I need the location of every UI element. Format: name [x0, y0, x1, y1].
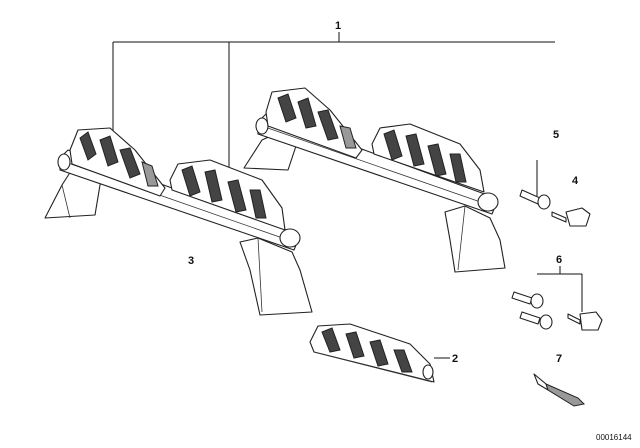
callout-4-label: 4: [572, 175, 579, 187]
callout-5-label: 5: [553, 129, 559, 141]
lock-set: [511, 291, 603, 331]
document-number: 00016144: [596, 433, 632, 442]
callout-7-label: 7: [556, 353, 562, 365]
callout-6-label: 6: [556, 254, 562, 266]
left-rack: [44, 127, 313, 316]
lock-cylinder: [519, 160, 551, 210]
callout-2-label: 2: [452, 353, 458, 365]
single-holder: [309, 323, 450, 383]
callout-1-label: 1: [335, 20, 341, 32]
key: [551, 207, 591, 227]
callout-6-leaders: [537, 266, 583, 312]
tool: [533, 373, 586, 407]
callout-3-label: 3: [188, 255, 194, 267]
callout-1-leaders: [112, 32, 555, 168]
right-rack: [243, 87, 506, 273]
